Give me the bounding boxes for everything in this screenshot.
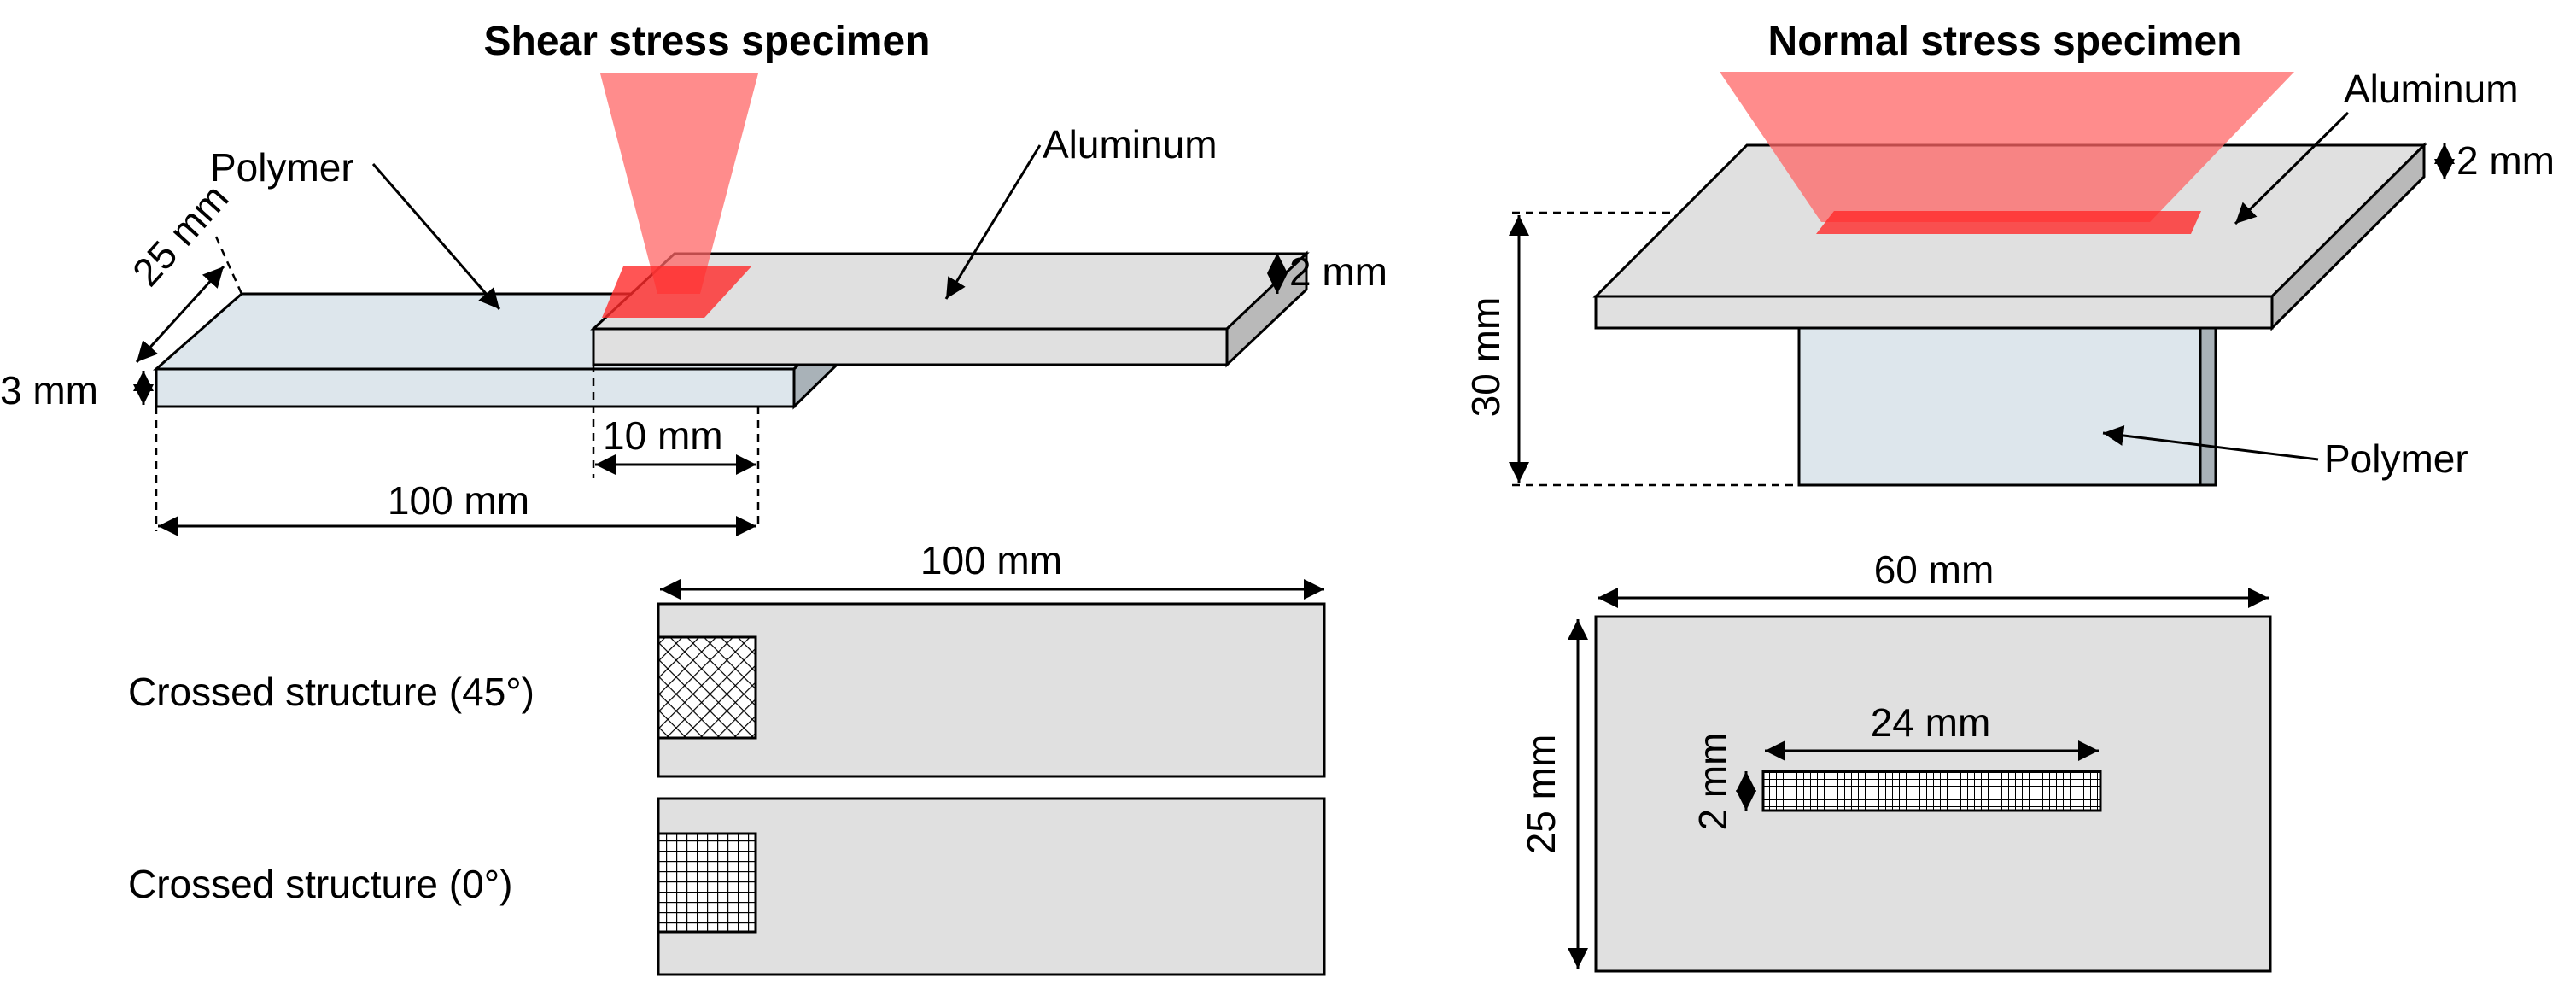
shear-specimen: Shear stress specimen Polymer Aluminum 2… <box>0 19 1387 536</box>
crossed-structure-0-label: Crossed structure (0°) <box>128 862 512 906</box>
aluminum-plate-front <box>1594 295 2274 330</box>
normal-laser-spot <box>1816 211 2201 234</box>
width-extension-line <box>214 236 243 295</box>
normal-top-view: 60 mm 25 mm 24 mm 2 mm <box>1519 547 2272 973</box>
polymer-strip-front <box>155 367 796 408</box>
shear-laser-beam <box>600 73 758 294</box>
grid-pattern-strip <box>1761 770 2102 812</box>
plate-length-label: 100 mm <box>920 538 1062 582</box>
shear-aluminum-label: Aluminum <box>1043 122 1218 167</box>
normal-aluminum-leader <box>2234 111 2350 225</box>
normal-polymer-leader <box>2102 425 2319 461</box>
normal-specimen: Normal stress specimen Aluminum Polymer … <box>1463 19 2555 487</box>
normal-aluminum-label: Aluminum <box>2344 67 2519 111</box>
normal-title: Normal stress specimen <box>1768 19 2242 64</box>
overlap-label: 10 mm <box>603 413 723 458</box>
polymer-block-side <box>2199 324 2217 487</box>
pattern-length-label: 24 mm <box>1871 700 1991 745</box>
pattern-width-label: 2 mm <box>1691 733 1735 831</box>
top-length-label: 60 mm <box>1874 547 1995 592</box>
length-label: 100 mm <box>388 478 529 523</box>
width-dimension-line <box>135 265 225 364</box>
crossed-pattern-45 <box>657 635 757 740</box>
crossed-pattern-0 <box>657 832 757 934</box>
shear-aluminum-leader <box>944 144 1042 300</box>
polymer-thickness-label: 3 mm <box>0 368 98 413</box>
normal-laser-beam <box>1720 72 2294 222</box>
shear-laser-spot <box>602 266 751 318</box>
aluminum-thickness-label: 2 mm <box>1289 249 1387 294</box>
normal-aluminum-thickness-label: 2 mm <box>2456 138 2555 183</box>
aluminum-plate-side <box>2270 142 2426 331</box>
shear-polymer-leader <box>371 163 501 310</box>
aluminum-strip-front <box>592 327 1229 366</box>
polymer-block-front <box>1797 324 2202 487</box>
width-label: 25 mm <box>124 175 237 294</box>
normal-polymer-label: Polymer <box>2324 436 2468 481</box>
height-label: 30 mm <box>1463 297 1508 418</box>
top-width-label: 25 mm <box>1519 735 1563 855</box>
plate-45 <box>657 602 1326 778</box>
shear-polymer-label: Polymer <box>210 145 354 190</box>
plate-0 <box>657 797 1326 976</box>
crossed-structure-45-label: Crossed structure (45°) <box>128 670 534 714</box>
crossed-structures: 100 mm Crossed structure (45°) Crossed s… <box>128 538 1326 976</box>
shear-title: Shear stress specimen <box>484 19 931 64</box>
